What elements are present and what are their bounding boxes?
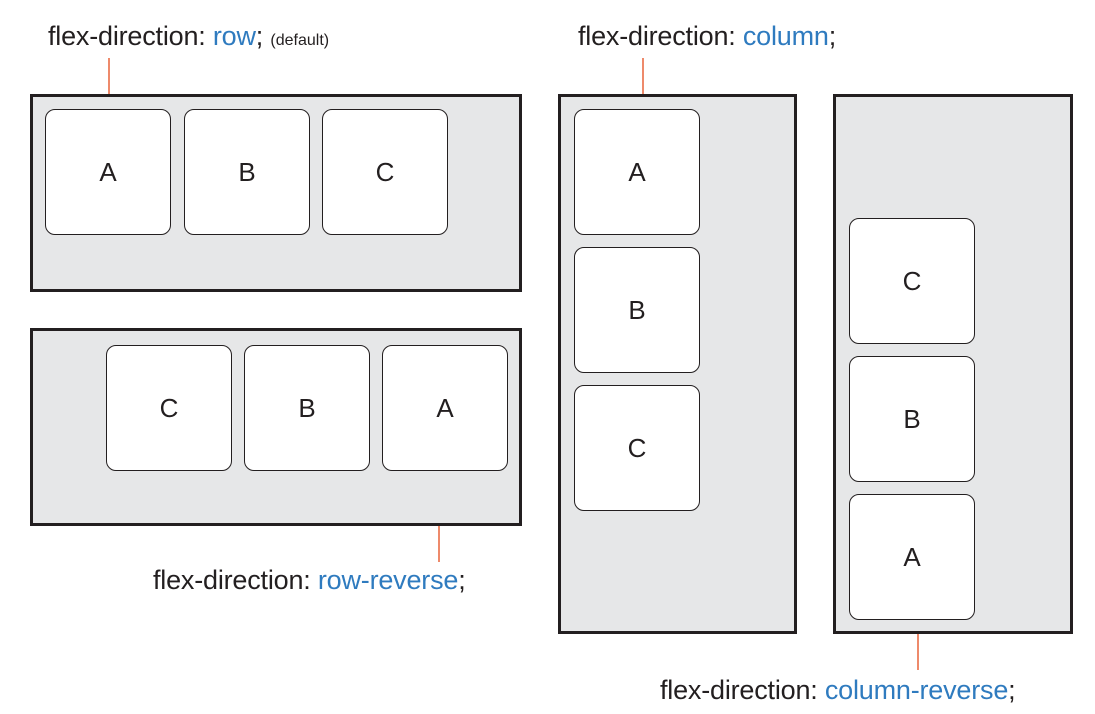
row-reverse-label-value: row-reverse [317, 565, 459, 595]
row-container: A B C [30, 94, 522, 292]
row-label-property: flex-direction: [48, 21, 213, 51]
column-reverse-item-1: C [849, 218, 975, 344]
row-reverse-item-3: A [382, 345, 508, 471]
row-reverse-item-2: B [244, 345, 370, 471]
column-reverse-label: flex-direction: column-reverse; [660, 674, 1016, 706]
row-item-1: A [45, 109, 171, 235]
column-label-property: flex-direction: [578, 21, 743, 51]
column-item-1: A [574, 109, 700, 235]
column-label: flex-direction: column; [578, 20, 836, 52]
column-reverse-label-suffix: ; [1008, 675, 1016, 705]
column-reverse-label-value: column-reverse [824, 675, 1009, 705]
column-label-value: column [742, 21, 829, 51]
row-label-value: row [212, 21, 256, 51]
column-container: A B C [558, 94, 797, 634]
row-reverse-leader-line [438, 526, 440, 562]
row-label: flex-direction: row; (default) [48, 20, 329, 57]
row-leader-line [108, 58, 110, 95]
row-label-note: (default) [270, 32, 330, 49]
row-reverse-label: flex-direction: row-reverse; [153, 564, 466, 596]
row-label-suffix: ; [255, 21, 264, 51]
row-reverse-label-suffix: ; [458, 565, 466, 595]
row-item-3: C [322, 109, 448, 235]
column-item-3: C [574, 385, 700, 511]
row-reverse-container: C B A [30, 328, 522, 526]
column-item-2: B [574, 247, 700, 373]
row-reverse-label-property: flex-direction: [153, 565, 318, 595]
column-reverse-item-3: A [849, 494, 975, 620]
row-reverse-item-1: C [106, 345, 232, 471]
column-reverse-container: C B A [833, 94, 1073, 634]
column-reverse-label-property: flex-direction: [660, 675, 825, 705]
row-item-2: B [184, 109, 310, 235]
column-leader-line [642, 58, 644, 95]
column-label-suffix: ; [828, 21, 837, 51]
column-reverse-leader-line [917, 634, 919, 670]
column-reverse-item-2: B [849, 356, 975, 482]
